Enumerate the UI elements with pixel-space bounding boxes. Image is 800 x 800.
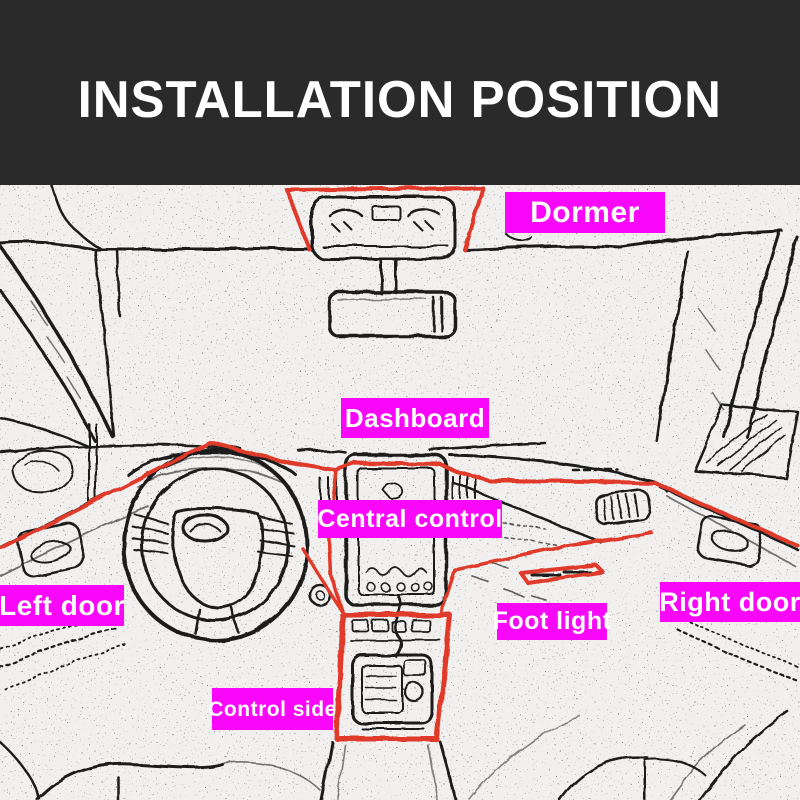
roof-strip	[285, 186, 485, 252]
dashboard-strip	[0, 441, 800, 550]
console-left-strip	[300, 546, 345, 615]
label-left-door: Left door	[0, 585, 124, 626]
console-right-strip	[439, 531, 654, 615]
label-dashboard: Dashboard	[341, 398, 489, 438]
label-dormer: Dormer	[505, 192, 665, 233]
header-bar: INSTALLATION POSITION	[0, 0, 800, 185]
label-foot-light: Foot light	[493, 603, 611, 640]
label-central-control: Central control	[317, 500, 502, 538]
console-box-strip	[334, 612, 453, 742]
page-title: INSTALLATION POSITION	[77, 70, 723, 129]
label-control-side: Control side	[208, 688, 336, 730]
label-right-door: Right door	[659, 582, 800, 622]
foot-light-strip	[519, 563, 605, 585]
